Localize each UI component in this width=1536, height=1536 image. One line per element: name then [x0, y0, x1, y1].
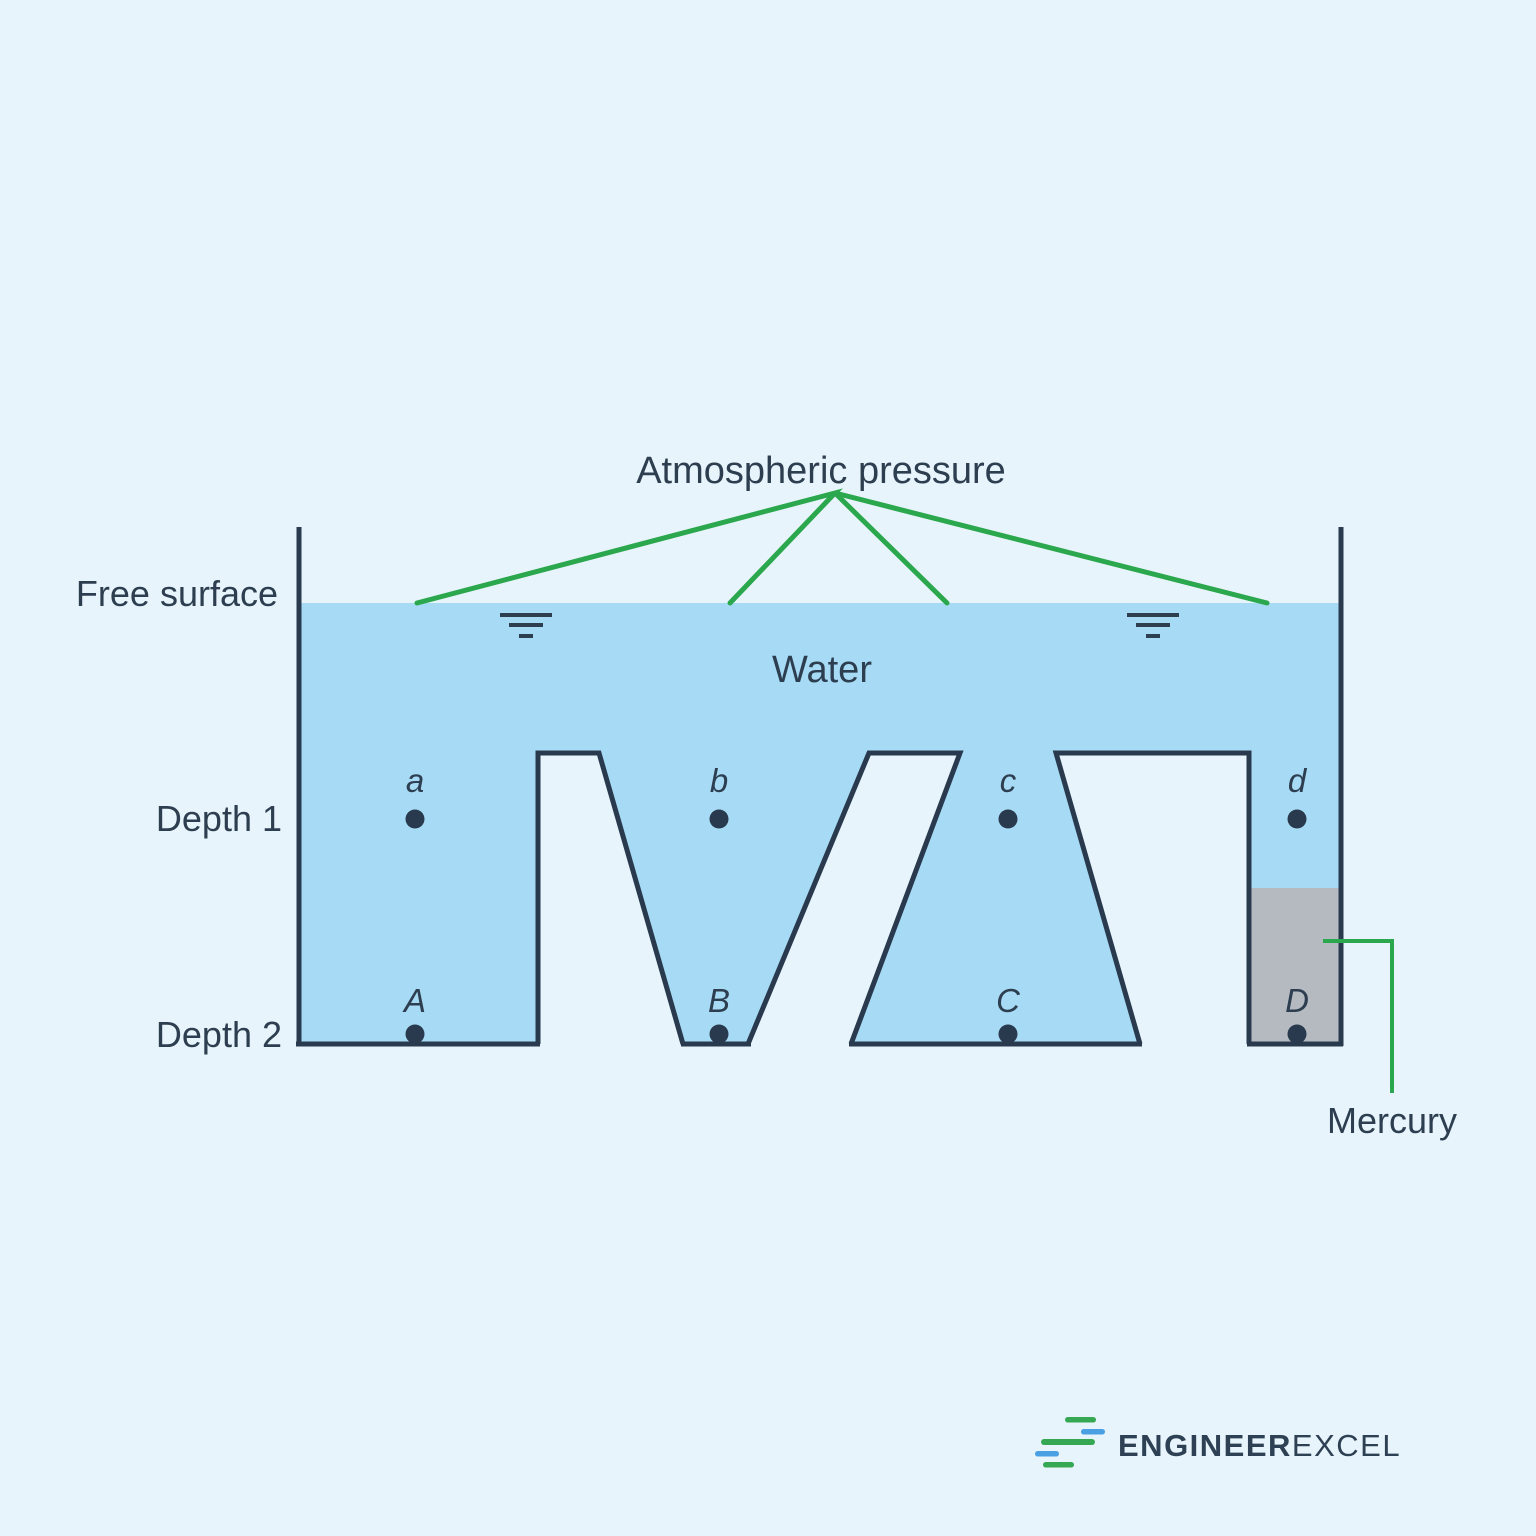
logo-wordmark-bold: ENGINEER: [1118, 1428, 1292, 1463]
point-label-D: D: [1285, 982, 1309, 1019]
free-surface-symbol-right: [1127, 613, 1179, 638]
depth-2-label: Depth 2: [156, 1014, 282, 1055]
cutout-outline-2: [745, 750, 964, 1045]
logo-bar-green-2: [1041, 1439, 1095, 1445]
point-dot-D: [1287, 1024, 1307, 1044]
mercury-label: Mercury: [1327, 1100, 1457, 1141]
point-label-d: d: [1288, 762, 1308, 799]
logo-bar-green-3: [1043, 1462, 1074, 1468]
depth-1-label: Depth 1: [156, 798, 282, 839]
logo-bars-icon: [1035, 1417, 1105, 1468]
point-dot-a: [405, 809, 425, 829]
tank-walls: [296, 527, 1344, 1047]
water-body: [299, 603, 1341, 1044]
mercury-fill: [1249, 888, 1341, 1044]
point-dot-C: [998, 1024, 1018, 1044]
point-label-b: b: [710, 762, 728, 799]
engineerexcel-logo: ENGINEEREXCEL: [1035, 1417, 1401, 1468]
water-label: Water: [772, 649, 872, 691]
point-dot-d: [1287, 809, 1307, 829]
point-dot-c: [998, 809, 1018, 829]
point-label-B: B: [708, 982, 730, 1019]
point-label-C: C: [996, 982, 1021, 1019]
point-label-A: A: [402, 982, 426, 1019]
atmospheric-pressure-label: Atmospheric pressure: [636, 450, 1006, 492]
free-surface-symbol-left: [500, 613, 552, 638]
logo-wordmark-light: EXCEL: [1292, 1428, 1401, 1463]
atmospheric-pressure-pointer-lines: [414, 488, 1270, 606]
cutout-outline-3: [1052, 750, 1252, 1045]
point-label-c: c: [1000, 762, 1017, 799]
depth2-dots: [405, 1024, 1307, 1044]
point-dot-A: [405, 1024, 425, 1044]
logo-bar-blue-1: [1081, 1429, 1105, 1435]
logo-bar-blue-2: [1035, 1451, 1059, 1457]
cutout-outline-1: [535, 750, 686, 1045]
point-dot-B: [709, 1024, 729, 1044]
mercury-pointer-line: [1323, 939, 1394, 1093]
free-surface-label: Free surface: [76, 573, 278, 614]
depth1-dots: [405, 809, 1307, 829]
point-dot-b: [709, 809, 729, 829]
point-label-a: a: [406, 762, 424, 799]
logo-bar-green-1: [1065, 1417, 1096, 1423]
logo-wordmark: ENGINEEREXCEL: [1118, 1428, 1401, 1463]
